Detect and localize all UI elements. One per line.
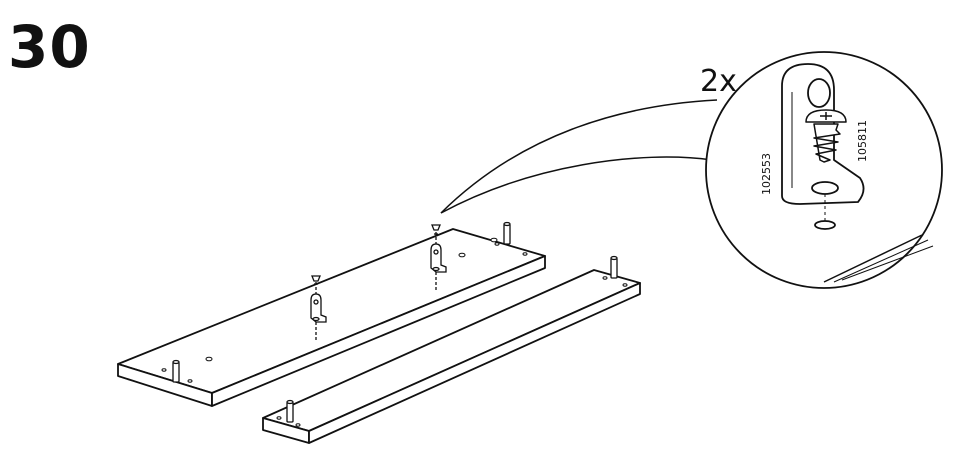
narrow-rail-holes bbox=[276, 276, 628, 427]
screw-icon bbox=[805, 109, 847, 163]
bracket-part-number: 102553 bbox=[760, 153, 773, 195]
dowel-pin bbox=[503, 221, 511, 245]
screw-part-number: 105811 bbox=[856, 120, 869, 162]
large-panel-holes bbox=[161, 237, 528, 383]
detail-callout: 102553 105811 bbox=[705, 51, 943, 289]
dowel-pin bbox=[286, 399, 294, 423]
step-number: 30 bbox=[8, 13, 91, 81]
bracket-with-screw bbox=[430, 224, 447, 292]
narrow-rail bbox=[262, 269, 641, 444]
dowel-pin bbox=[172, 359, 180, 383]
large-panel-side-edge bbox=[211, 255, 546, 407]
narrow-rail-side-edge bbox=[308, 282, 641, 444]
callout-leader bbox=[440, 99, 718, 214]
large-panel-top-face bbox=[117, 228, 546, 394]
large-panel bbox=[117, 228, 546, 407]
quantity-label: 2x bbox=[700, 64, 737, 99]
bracket-with-screw bbox=[310, 275, 327, 342]
dowel-pin bbox=[610, 255, 618, 279]
